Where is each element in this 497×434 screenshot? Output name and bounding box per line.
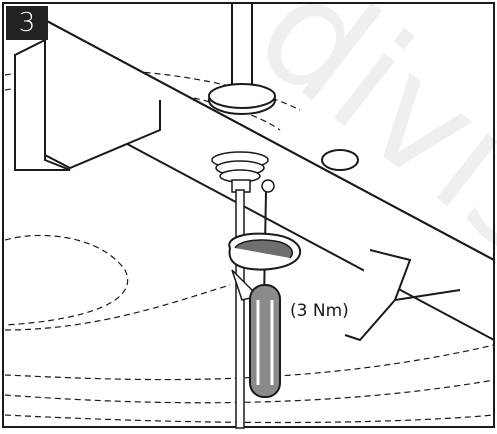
- threaded-mount: [211, 151, 275, 193]
- step-number-badge: 3: [6, 6, 48, 40]
- faucet-stem: [208, 2, 276, 115]
- threaded-rod: [235, 189, 245, 429]
- tool-handle: [249, 284, 281, 398]
- right-wall: [344, 249, 461, 342]
- torque-label: (3 Nm): [290, 301, 349, 321]
- mounting-hole: [321, 149, 359, 171]
- left-wall: [14, 38, 161, 171]
